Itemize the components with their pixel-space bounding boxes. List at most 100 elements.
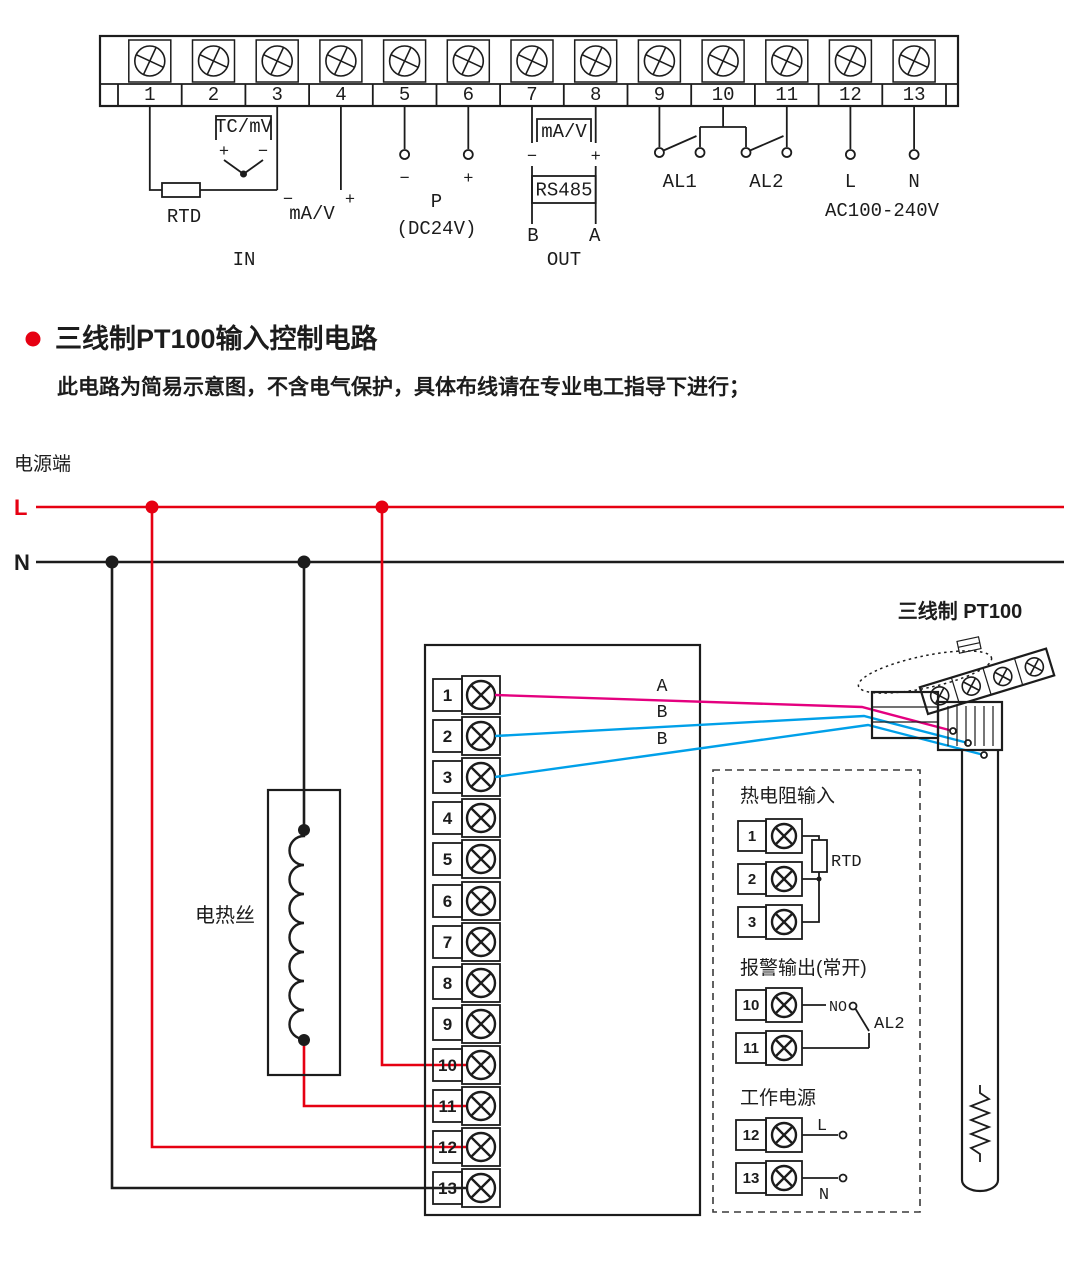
detail-terminal: 10 <box>735 987 803 1023</box>
section-subtitle: 此电路为简易示意图，不含电气保护，具体布线请在专业电工指导下进行； <box>57 375 750 399</box>
screw-icon <box>770 1121 798 1149</box>
screw-icon <box>516 45 548 77</box>
terminal-number: 8 <box>443 974 452 993</box>
sensor-cap-outline <box>857 650 993 694</box>
label-out: OUT <box>547 249 581 271</box>
al2-label: AL2 <box>874 1015 905 1034</box>
sensor-wires: A B B <box>494 677 988 779</box>
p-wires <box>403 106 470 149</box>
terminal-number: 2 <box>748 871 756 888</box>
thread-lines <box>947 706 994 746</box>
wire-l-to-terminal12 <box>150 507 467 1149</box>
terminal-number: 13 <box>903 84 926 106</box>
label-in-minus: − <box>283 191 293 210</box>
heater-label: 电热丝 <box>195 904 255 927</box>
strip-terminal: 6 <box>446 39 491 106</box>
label-rs-a: A <box>589 225 601 247</box>
contact-circle <box>949 727 957 735</box>
rtd-section-title: 热电阻输入 <box>740 785 835 807</box>
screw-icon <box>465 802 497 834</box>
strip-outline <box>98 34 960 108</box>
label-out-plus: + <box>591 148 601 167</box>
label-tc-mv: TC/mV <box>215 116 273 138</box>
heater-outline <box>266 788 342 1077</box>
rs485-box <box>531 175 597 204</box>
sensor-label: 三线制 PT100 <box>898 599 1022 623</box>
screw-icon <box>770 865 798 893</box>
contact-circle <box>694 147 706 158</box>
block-terminal: 2 <box>432 716 501 756</box>
section-title: 三线制PT100输入控制电路 <box>55 323 379 354</box>
terminal-number: 4 <box>335 84 346 106</box>
open-terminal-circle <box>399 149 411 160</box>
terminal-number: 11 <box>775 84 798 106</box>
sensor-thread-collar <box>936 700 1004 752</box>
input-wires <box>148 106 342 191</box>
power-rails: 电源端 L N <box>14 453 1064 1190</box>
screw-icon <box>465 720 497 752</box>
label-tc-minus: − <box>258 143 268 162</box>
strip-terminal: 2 <box>191 39 236 106</box>
tc-junction-lines <box>223 159 264 175</box>
terminal-number: 2 <box>208 84 219 106</box>
l-label: L <box>817 1117 827 1136</box>
sensor-top-bolt <box>956 636 982 654</box>
screw-icon <box>465 1049 497 1081</box>
pt100-sensor: 三线制 PT100 <box>857 599 1056 1193</box>
terminal-number: 1 <box>144 84 155 106</box>
label-out-minus: − <box>527 148 537 167</box>
block-terminal: 11 <box>432 1086 501 1126</box>
screw-icon <box>770 1034 798 1062</box>
detail-terminal: 12 <box>735 1117 803 1153</box>
terminal-number: 10 <box>438 1056 457 1075</box>
out-bracket <box>536 118 592 142</box>
block-terminal: 10 <box>432 1045 501 1085</box>
wire-b1-blue <box>494 714 969 745</box>
terminal-number: 1 <box>443 686 452 705</box>
wire-a-label: A <box>657 677 668 697</box>
junction-dot <box>816 876 822 882</box>
switch-blades <box>663 135 784 152</box>
screw-icon <box>465 843 497 875</box>
rail-l-label: L <box>14 495 27 520</box>
strip-terminal: 3 <box>255 39 299 106</box>
screw-icon <box>465 1090 497 1122</box>
rtd-wiring <box>802 835 820 923</box>
block-terminal: 7 <box>432 922 501 962</box>
terminal-number: 12 <box>839 84 862 106</box>
block-terminal: 5 <box>432 839 501 879</box>
screw-icon <box>770 822 798 850</box>
terminal-number: 5 <box>443 850 452 869</box>
sensor-probe <box>960 750 1000 1193</box>
contact-circle <box>781 147 793 158</box>
detail-box: 热电阻输入 1 2 3 RTD 报警输出(常开) 10 11 NO AL2 工作… <box>712 769 921 1213</box>
screw-icon <box>465 1131 497 1163</box>
label-al2: AL2 <box>749 171 783 193</box>
top-terminal-strip: 1 2 3 4 5 6 7 8 9 10 11 12 13 <box>98 34 960 108</box>
rtd-resistor-symbol <box>811 839 828 873</box>
alarm-wires <box>658 106 788 147</box>
wire-n-to-terminal13 <box>110 562 467 1190</box>
alarm-section-title: 报警输出(常开) <box>740 957 867 979</box>
contact-circle <box>980 751 988 759</box>
terminal-number: 4 <box>443 809 453 828</box>
terminal-number: 9 <box>654 84 665 106</box>
detail-terminal: 1 <box>737 818 803 854</box>
label-p-plus: + <box>463 170 473 189</box>
label-out-ma-v: mA/V <box>541 121 587 143</box>
tc-junction-dot <box>240 170 247 178</box>
detail-terminal: 2 <box>737 861 803 897</box>
screw-icon <box>325 45 357 77</box>
terminal-number: 3 <box>443 768 452 787</box>
screw-icon <box>465 885 497 917</box>
terminal-number: 6 <box>463 84 474 106</box>
label-in: IN <box>233 249 256 271</box>
rtd-resistor-symbol <box>161 182 201 198</box>
label-tc-plus: + <box>219 143 229 162</box>
mains-wires <box>849 106 915 149</box>
rail-n-label: N <box>14 550 30 575</box>
strip-terminal: 13 <box>892 39 936 106</box>
output-group-annotation: mA/V − + RS485 B A OUT <box>527 106 601 271</box>
block-terminal: 13 <box>432 1168 501 1208</box>
